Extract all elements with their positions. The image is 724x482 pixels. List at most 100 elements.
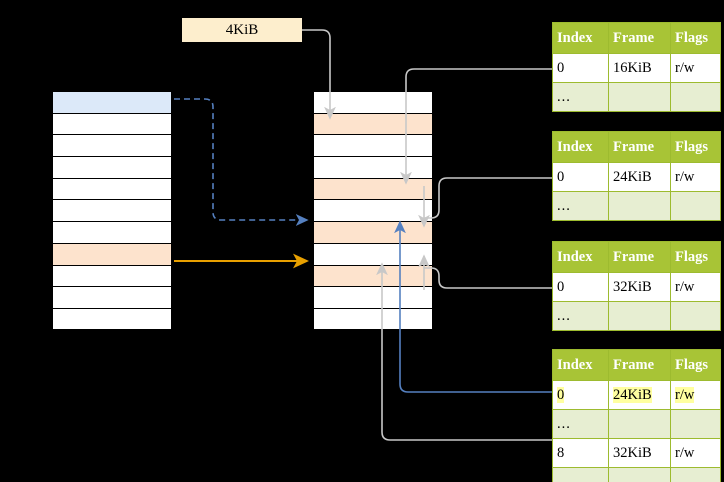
cell-index: 0 <box>552 272 609 302</box>
wire-table2-to-physical <box>418 177 552 228</box>
column-header-index: Index <box>552 22 609 54</box>
table-row: 0 24KiB r/w <box>552 380 721 410</box>
wire-table3-to-physical <box>418 254 552 290</box>
cell-text: 24KiB <box>613 169 652 185</box>
cell-index: 8 <box>552 438 609 468</box>
cell-flags <box>670 301 721 331</box>
cell-frame: 16KiB <box>608 53 671 83</box>
cell-index: 0 <box>552 162 609 192</box>
physical-cell-row-7 <box>313 242 433 265</box>
column-header-flags: Flags <box>670 22 721 54</box>
cell-text: r/w <box>675 60 695 76</box>
cell-text: 0 <box>557 387 565 403</box>
cell-text: ... <box>557 89 571 105</box>
physical-cell-row-6 <box>313 221 433 243</box>
table-row: ... <box>552 301 721 331</box>
virtual-cell-row-7 <box>52 242 172 265</box>
size-label-4kib: 4KiB <box>182 18 302 42</box>
physical-cell-row-8 <box>313 264 433 287</box>
physical-cell-row-10 <box>313 307 433 330</box>
cell-text: r/w <box>675 445 695 461</box>
cell-index: ... <box>552 467 609 482</box>
column-header-flags: Flags <box>670 131 721 163</box>
table-row: ... <box>552 191 721 221</box>
cell-frame: 32KiB <box>608 272 671 302</box>
cell-text: 24KiB <box>613 387 652 403</box>
column-header-frame: Frame <box>608 22 671 54</box>
cell-frame <box>608 82 671 112</box>
cell-frame <box>608 467 671 482</box>
column-header-index: Index <box>552 131 609 163</box>
cell-flags: r/w <box>670 53 721 83</box>
cell-index: ... <box>552 191 609 221</box>
virtual-cell-row-1 <box>52 112 172 135</box>
virtual-address-space-column <box>52 91 172 330</box>
physical-cell-row-0 <box>313 91 433 113</box>
table-row: 8 32KiB r/w <box>552 438 721 468</box>
cell-text: 0 <box>557 60 565 76</box>
cell-flags <box>670 82 721 112</box>
table-row: ... <box>552 409 721 439</box>
cell-index: ... <box>552 409 609 439</box>
cell-frame <box>608 191 671 221</box>
cell-text: 32KiB <box>613 445 652 461</box>
cell-text: 0 <box>557 279 565 295</box>
virtual-cell-row-10 <box>52 307 172 330</box>
physical-cell-row-1 <box>313 112 433 135</box>
cell-text: ... <box>557 416 571 432</box>
cell-index: ... <box>552 301 609 331</box>
wire-virtual-to-physical-dashed <box>174 98 309 226</box>
cell-index: 0 <box>552 380 609 410</box>
cell-text: r/w <box>675 169 695 185</box>
column-header-frame: Frame <box>608 131 671 163</box>
virtual-cell-row-0 <box>52 91 172 113</box>
cell-text: ... <box>557 198 571 214</box>
cell-index: ... <box>552 82 609 112</box>
column-header-frame: Frame <box>608 349 671 381</box>
virtual-cell-row-9 <box>52 286 172 308</box>
table-row: 0 32KiB r/w <box>552 272 721 302</box>
physical-cell-row-5 <box>313 199 433 222</box>
physical-cell-row-4 <box>313 177 433 200</box>
physical-cell-row-2 <box>313 134 433 157</box>
cell-text: ... <box>557 474 571 482</box>
column-header-flags: Flags <box>670 349 721 381</box>
column-header-frame: Frame <box>608 241 671 273</box>
cell-text: 8 <box>557 445 565 461</box>
cell-flags: r/w <box>670 438 721 468</box>
cell-flags <box>670 467 721 482</box>
virtual-cell-row-2 <box>52 134 172 157</box>
cell-frame <box>608 301 671 331</box>
table-row: ... <box>552 467 721 482</box>
column-header-flags: Flags <box>670 241 721 273</box>
physical-cell-row-9 <box>313 286 433 308</box>
virtual-cell-row-3 <box>52 156 172 178</box>
cell-text: ... <box>557 308 571 324</box>
column-header-index: Index <box>552 241 609 273</box>
cell-frame: 32KiB <box>608 438 671 468</box>
cell-index: 0 <box>552 53 609 83</box>
cell-frame <box>608 409 671 439</box>
cell-flags: r/w <box>670 380 721 410</box>
physical-memory-column <box>313 91 433 330</box>
cell-flags: r/w <box>670 162 721 192</box>
cell-text: r/w <box>675 387 695 403</box>
cell-flags: r/w <box>670 272 721 302</box>
column-header-index: Index <box>552 349 609 381</box>
cell-frame: 24KiB <box>608 380 671 410</box>
virtual-cell-row-6 <box>52 221 172 243</box>
cell-text: 32KiB <box>613 279 652 295</box>
cell-flags <box>670 191 721 221</box>
cell-flags <box>670 409 721 439</box>
cell-frame: 24KiB <box>608 162 671 192</box>
